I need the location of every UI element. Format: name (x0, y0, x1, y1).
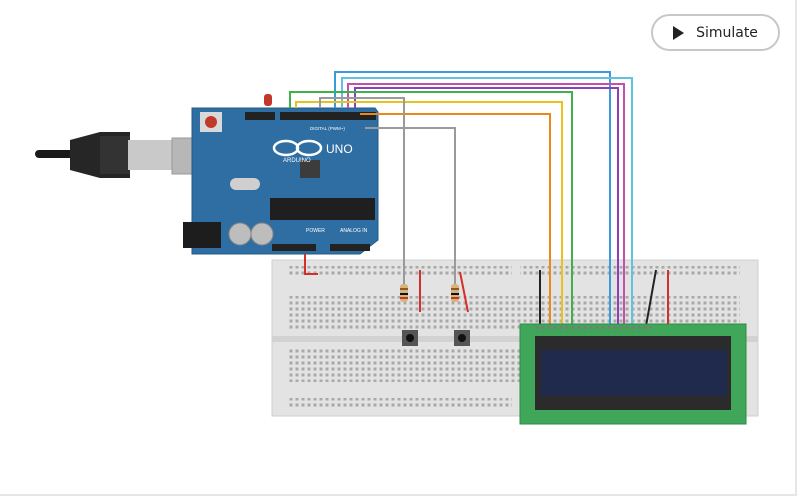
wire-blue (334, 71, 611, 326)
wire-gray-1 (319, 97, 405, 284)
wire-gray-2 (365, 127, 456, 284)
wire-orange (360, 113, 551, 326)
led-indicator (264, 94, 272, 106)
wire-yellow (295, 101, 563, 326)
wire-green (289, 91, 573, 326)
simulate-label: Simulate (696, 24, 758, 41)
power-label: POWER (306, 228, 325, 234)
usb-cable[interactable] (35, 132, 211, 178)
digital-label: DIGITAL (PWM~) (310, 126, 345, 131)
arduino-model: UNO (326, 142, 353, 156)
wire-black-2 (645, 269, 657, 327)
analog-label: ANALOG IN (340, 228, 368, 234)
wire-magenta (347, 83, 625, 326)
play-icon (673, 25, 685, 40)
resistor-2[interactable] (451, 284, 459, 302)
wires[interactable] (289, 71, 669, 327)
resistor-1[interactable] (400, 284, 408, 302)
lcd-display[interactable] (519, 323, 747, 425)
simulate-button[interactable]: Simulate (651, 14, 780, 51)
arduino-brand: ARDUINO (283, 158, 311, 164)
push-button-2[interactable] (454, 330, 470, 346)
arduino-board[interactable]: ARDUINO UNO POWER ANALOG IN DIGITAL (PWM… (183, 94, 379, 255)
wire-red-3 (459, 271, 469, 313)
wire-red-1 (304, 254, 318, 275)
push-button-1[interactable] (402, 330, 418, 346)
